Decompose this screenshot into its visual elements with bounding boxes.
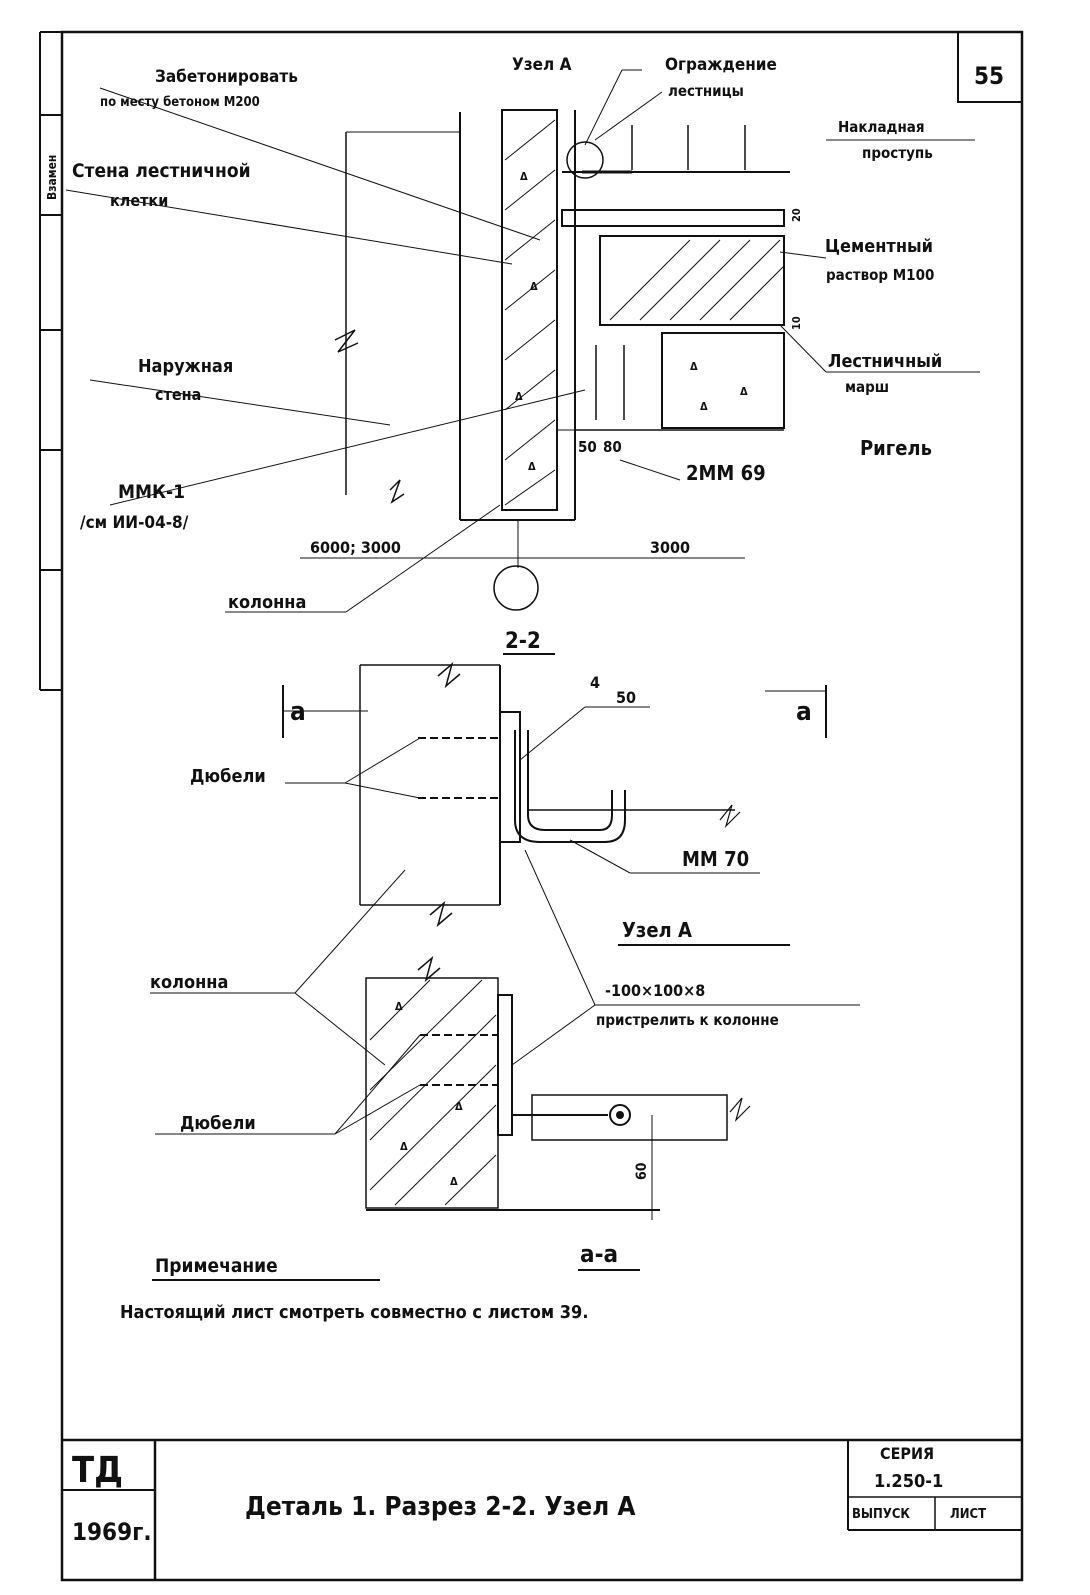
org-code: ТД	[72, 1450, 123, 1491]
svg-text:Δ: Δ	[455, 1100, 463, 1113]
node-a: Узел А Δ Δ Δ Δ 60	[150, 849, 860, 1271]
dim-left: 6000; 3000	[310, 538, 401, 557]
label-rigel: Ригель	[860, 436, 932, 460]
label-dowels-bottom: Дюбели	[180, 1113, 256, 1134]
label-dowels-top: Дюбели	[190, 766, 266, 787]
label-railing-2: лестницы	[668, 82, 744, 100]
dim-20: 20	[790, 208, 803, 222]
sheet-number-box: 55	[957, 32, 1022, 103]
label-plate: -100×100×8	[605, 981, 705, 1000]
label-uzel-a-top: Узел А	[512, 55, 572, 75]
label-tread-2: проступь	[862, 144, 933, 162]
svg-text:Δ: Δ	[400, 1140, 408, 1153]
svg-text:Δ: Δ	[530, 280, 538, 293]
weld-size: 4	[590, 673, 600, 692]
label-mmk-1: ММК-1	[118, 481, 185, 503]
weld-length: 50	[616, 688, 636, 707]
title-block: ТД 1969г. Деталь 1. Разрез 2-2. Узел А С…	[62, 1438, 1022, 1580]
note-title: Примечание	[155, 1255, 278, 1277]
label-cement-1: Цементный	[825, 236, 933, 257]
sheet-frame: Взамен	[39, 30, 1024, 1582]
drawing-title: Деталь 1. Разрез 2-2. Узел А	[245, 1492, 635, 1522]
note-block: Примечание Настоящий лист смотреть совме…	[120, 1255, 588, 1323]
label-plate-note: пристрелить к колонне	[596, 1011, 779, 1029]
sheet-label: ЛИСТ	[950, 1507, 986, 1522]
dim-80: 80	[603, 438, 622, 456]
label-mmk-2: /см ИИ-04-8/	[80, 513, 189, 533]
svg-text:Δ: Δ	[515, 390, 523, 403]
column-hatch: Δ Δ Δ Δ	[369, 979, 497, 1206]
series-value: 1.250-1	[874, 1471, 943, 1492]
svg-text:Δ: Δ	[740, 385, 748, 398]
year: 1969г.	[72, 1518, 152, 1546]
label-concrete-2: по месту бетоном М200	[100, 95, 260, 110]
label-column-bottom: колонна	[150, 972, 228, 993]
cut-left: а	[290, 697, 306, 727]
label-cement-2: раствор М100	[826, 266, 934, 284]
dim-10: 10	[790, 316, 803, 330]
label-outer-wall-2: стена	[155, 385, 201, 404]
node-a-title: Узел А	[622, 918, 692, 942]
svg-text:Δ: Δ	[528, 460, 536, 473]
svg-text:Δ: Δ	[690, 360, 698, 373]
label-railing-1: Ограждение	[665, 55, 777, 75]
svg-text:Δ: Δ	[520, 170, 528, 183]
issue-label: ВЫПУСК	[852, 1507, 910, 1522]
label-flight-2: марш	[845, 378, 889, 396]
svg-text:Δ: Δ	[395, 1000, 403, 1013]
label-stair-wall-2: клетки	[110, 191, 168, 210]
side-stamp: Взамен	[45, 155, 59, 200]
concrete-hatch: Δ Δ Δ Δ	[504, 119, 556, 506]
label-tread-1: Накладная	[838, 118, 925, 136]
svg-text:Δ: Δ	[450, 1175, 458, 1188]
dim-right: 3000	[650, 538, 690, 557]
label-mm70: ММ 70	[682, 847, 749, 871]
cut-right: а	[796, 697, 812, 727]
section-2-2-title: 2-2	[505, 629, 541, 654]
label-2mm69: 2ММ 69	[686, 461, 766, 485]
label-flight-1: Лестничный	[828, 351, 942, 372]
label-concrete-1: Забетонировать	[155, 67, 298, 87]
note-text: Настоящий лист смотреть совместно с лист…	[120, 1302, 588, 1323]
dim-60: 60	[634, 1162, 650, 1180]
label-outer-wall-1: Наружная	[138, 356, 233, 377]
label-stair-wall-1: Стена лестничной	[72, 160, 251, 182]
flight-hatch	[609, 239, 785, 321]
svg-text:Δ: Δ	[700, 400, 708, 413]
detail-1: Δ Δ Δ Δ Δ Δ Δ	[65, 55, 980, 613]
sheet-number: 55	[974, 62, 1004, 90]
series-label: СЕРИЯ	[880, 1444, 934, 1463]
dim-50: 50	[578, 438, 597, 456]
section-aa-title: а-а	[580, 1240, 618, 1268]
section-2-2: 2-2 а а 4 50 Дю	[190, 629, 827, 928]
label-column-top: колонна	[228, 592, 306, 613]
